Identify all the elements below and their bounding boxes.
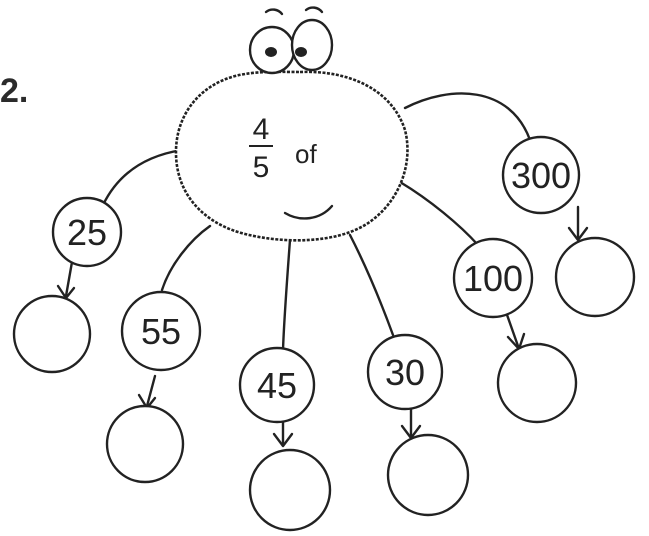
number-bubble	[452, 237, 534, 319]
question-number: 2.	[0, 72, 29, 110]
answer-bubble[interactable]	[248, 448, 332, 532]
answer-bubble[interactable]	[496, 342, 578, 424]
answer-bubble[interactable]	[105, 404, 185, 484]
number-bubble	[120, 290, 202, 372]
arrow-300	[567, 205, 589, 242]
leg-input-value: 100	[463, 258, 523, 299]
arrow-25	[56, 260, 76, 300]
leg-45-group: 45	[238, 346, 332, 532]
leg-100	[398, 180, 480, 247]
leg-45	[281, 238, 292, 352]
spider-body-outline	[174, 70, 409, 242]
smile-icon	[283, 204, 334, 220]
fraction-numerator: 4	[253, 113, 270, 146]
spider-legs	[101, 92, 532, 352]
leg-25-group: 25	[12, 196, 123, 374]
of-label: of	[295, 139, 317, 169]
leg-30	[348, 233, 395, 337]
leg-25	[101, 148, 184, 207]
leg-30-group: 30	[366, 333, 470, 517]
leg-input-value: 55	[141, 311, 181, 352]
leg-55-group: 55	[105, 290, 202, 484]
arrow-100	[504, 310, 526, 351]
arrow-55	[137, 374, 157, 410]
answer-bubble[interactable]	[554, 236, 636, 318]
leg-300-group: 300	[501, 135, 636, 318]
eyes-icon	[248, 6, 334, 75]
answer-bubble[interactable]	[12, 294, 92, 374]
leg-300	[403, 92, 532, 142]
number-bubble	[501, 135, 581, 215]
leg-input-value: 45	[257, 365, 297, 406]
leg-input-value: 30	[385, 352, 425, 393]
number-bubble	[366, 333, 444, 411]
answer-bubble[interactable]	[386, 433, 470, 517]
spider-body: 4 5 of	[174, 6, 409, 242]
leg-input-value: 25	[67, 212, 107, 253]
leg-input-value: 300	[511, 155, 571, 196]
number-bubble	[238, 346, 316, 424]
number-bubble	[51, 196, 123, 268]
fraction-denominator: 5	[253, 151, 270, 184]
leg-55	[160, 224, 212, 292]
leg-100-group: 100	[452, 237, 578, 424]
